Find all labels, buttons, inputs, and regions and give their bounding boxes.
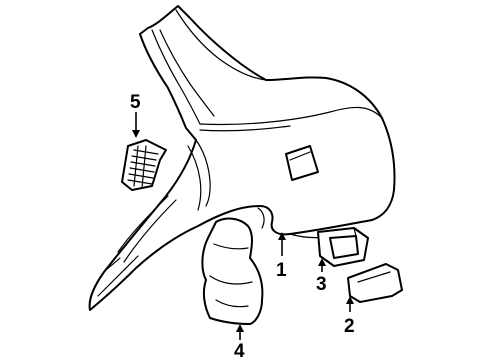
callout-2: 2 (344, 316, 355, 337)
leader-arrows (132, 112, 354, 340)
vent-grille (121, 139, 167, 191)
fuel-door (347, 263, 403, 303)
callout-4: 4 (234, 341, 245, 360)
fuel-door-housing (317, 227, 369, 267)
callout-3: 3 (316, 274, 327, 295)
callout-5: 5 (130, 92, 141, 113)
quarter-panel (88, 5, 396, 311)
seal-cover (201, 217, 264, 325)
callout-1: 1 (276, 260, 287, 281)
